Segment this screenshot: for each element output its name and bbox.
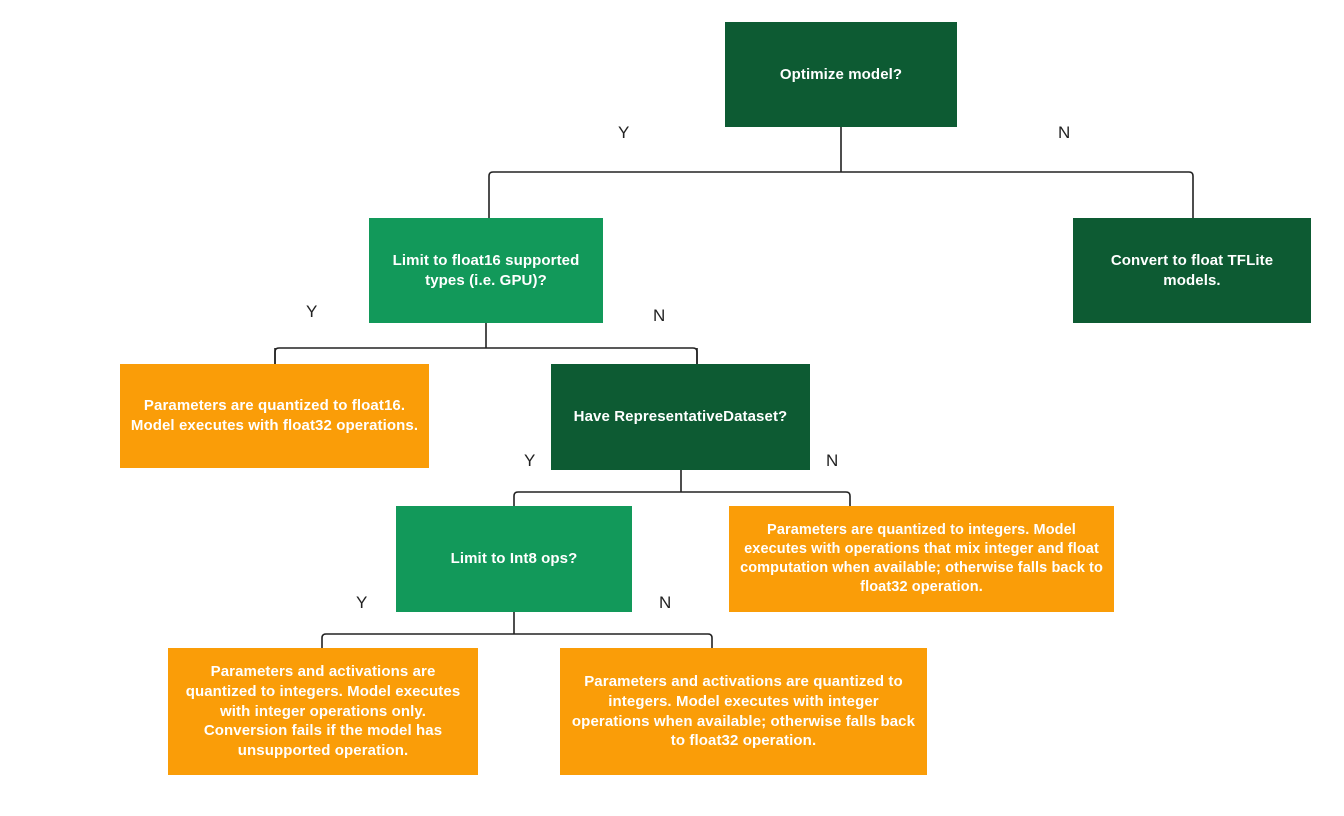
node-int8-fallback-result[interactable]: Parameters and activations are quantized…: [560, 648, 927, 775]
node-convert-float-tflite[interactable]: Convert to float TFLite models.: [1073, 218, 1311, 323]
node-limit-float16[interactable]: Limit to float16 supported types (i.e. G…: [369, 218, 603, 323]
node-optimize-model[interactable]: Optimize model?: [725, 22, 957, 127]
node-limit-int8-ops[interactable]: Limit to Int8 ops?: [396, 506, 632, 612]
edge-label-repdataset-yes: Y: [524, 451, 536, 470]
edge-label-int8-yes: Y: [356, 593, 368, 612]
edge-label-int8-no: N: [659, 593, 672, 612]
node-int8-only-result[interactable]: Parameters and activations are quantized…: [168, 648, 478, 775]
edge-label-float16-yes: Y: [306, 302, 318, 321]
edge-label-optimize-yes: Y: [618, 123, 630, 142]
edge-label-float16-no: N: [653, 306, 666, 325]
node-dynamic-range-result[interactable]: Parameters are quantized to integers. Mo…: [729, 506, 1114, 612]
edge-label-optimize-no: N: [1058, 123, 1071, 142]
node-float16-result[interactable]: Parameters are quantized to float16. Mod…: [120, 364, 429, 468]
edge-label-repdataset-no: N: [826, 451, 839, 470]
node-have-representative-dataset[interactable]: Have RepresentativeDataset?: [551, 364, 810, 470]
